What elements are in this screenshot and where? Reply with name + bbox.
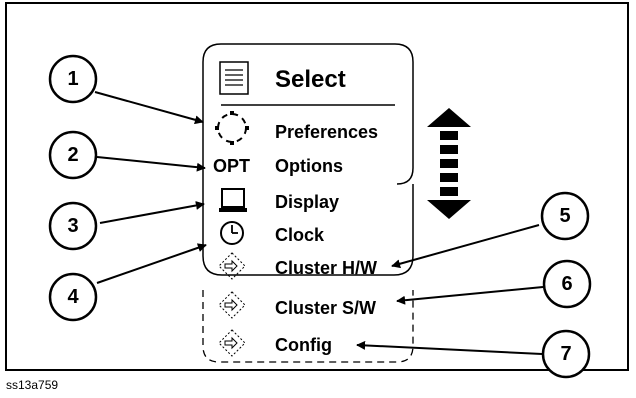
- menu-item-display[interactable]: Display: [275, 192, 339, 212]
- callout-2: 2: [48, 130, 98, 180]
- callout-number: 1: [67, 68, 78, 90]
- diamond-arrow-icon: [218, 291, 246, 319]
- gear-icon: [215, 111, 249, 145]
- menu-panel-solid: [202, 43, 414, 185]
- diamond-arrow-icon: [218, 252, 246, 280]
- callout-5: 5: [540, 191, 590, 241]
- menu-item-cluster-hw[interactable]: Cluster H/W: [275, 258, 377, 278]
- scroll-double-arrow-icon: [427, 108, 471, 219]
- menu-item-clock[interactable]: Clock: [275, 225, 325, 245]
- callout-4: 4: [48, 272, 98, 322]
- callout-6: 6: [542, 259, 592, 309]
- callout-number: 7: [560, 343, 571, 365]
- figure-frame: [5, 2, 629, 371]
- callout-7: 7: [541, 329, 591, 379]
- list-icon: [219, 61, 249, 95]
- callout-3: 3: [48, 201, 98, 251]
- leader-line-1: [94, 91, 204, 125]
- callout-number: 3: [67, 215, 78, 237]
- leader-line-5: [391, 224, 540, 269]
- menu-panel-dashed: [202, 290, 414, 363]
- callout-number: 6: [561, 273, 572, 295]
- options-icon-text: OPT: [213, 156, 250, 176]
- clock-icon: [220, 221, 244, 245]
- leader-line-4: [96, 243, 207, 284]
- leader-line-7: [356, 340, 543, 355]
- callout-number: 4: [67, 286, 79, 308]
- diamond-arrow-icon: [218, 329, 246, 357]
- menu-title: Select: [275, 66, 346, 93]
- callout-1: 1: [48, 54, 98, 104]
- callout-number: 2: [67, 144, 78, 166]
- menu-panel-lower: [202, 184, 414, 276]
- leader-line-6: [396, 286, 544, 305]
- menu-item-preferences[interactable]: Preferences: [275, 122, 378, 142]
- menu-item-options[interactable]: Options: [275, 156, 343, 176]
- menu-item-cluster-sw[interactable]: Cluster S/W: [275, 298, 376, 318]
- figure-caption: ss13a759: [6, 378, 58, 392]
- callout-number: 5: [559, 205, 570, 227]
- leader-line-2: [96, 156, 206, 172]
- monitor-icon: [219, 188, 247, 212]
- leader-line-3: [99, 201, 205, 224]
- menu-item-config[interactable]: Config: [275, 335, 332, 355]
